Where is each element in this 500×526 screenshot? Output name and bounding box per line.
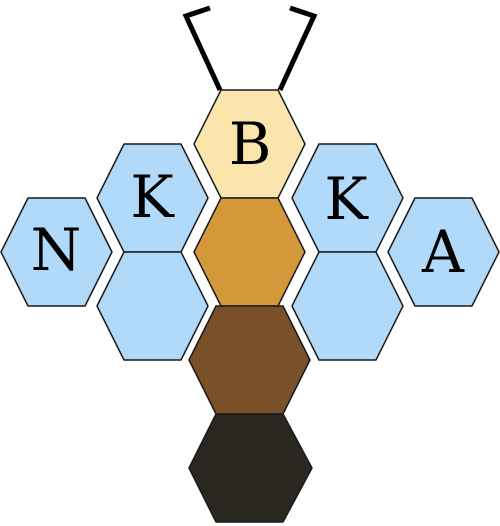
hex-body-bottom	[188, 413, 313, 523]
wing-outer-right-letter: A	[421, 218, 465, 286]
wing-lower-right-hex	[291, 251, 404, 361]
hex-wing-lower-left	[96, 251, 209, 361]
hex-body-top	[193, 197, 306, 307]
hex-body-mid	[188, 305, 311, 415]
hex-wing-outer-right: A	[387, 197, 500, 307]
antenna-left	[182, 5, 223, 92]
body-top-hex	[193, 197, 306, 307]
wing-lower-left-hex	[96, 251, 209, 361]
wing-outer-left-hex	[0, 197, 113, 307]
hex-wing-upper-left: K	[96, 143, 209, 253]
hex-wing-upper-right: K	[291, 143, 404, 253]
body-bottom-hex	[188, 413, 313, 523]
body-mid-hex	[188, 305, 311, 415]
wing-upper-left-letter: K	[130, 163, 175, 231]
wing-outer-left-letter: N	[31, 216, 82, 284]
hex-head: B	[193, 89, 306, 199]
head-letter: B	[229, 110, 272, 178]
antenna-right	[277, 5, 318, 92]
hex-wing-outer-left: N	[0, 197, 113, 307]
wing-upper-right-letter: K	[324, 165, 369, 233]
hex-wing-lower-right	[291, 251, 404, 361]
wing-outer-right-hex	[387, 197, 500, 307]
